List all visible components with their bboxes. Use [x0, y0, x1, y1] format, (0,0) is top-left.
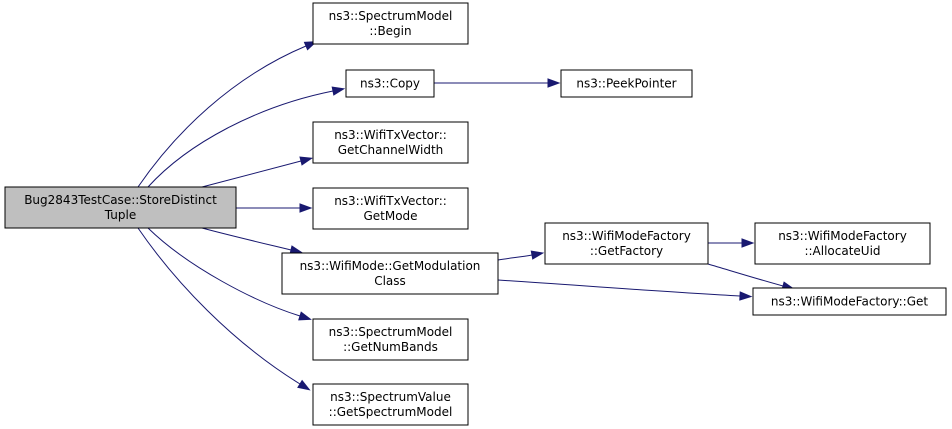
- call-nodes: Bug2843TestCase::StoreDistinctTuplens3::…: [4, 2, 947, 426]
- arrowhead-icon: [299, 156, 314, 166]
- node-factory_getfactory[interactable]: ns3::WifiModeFactory::GetFactory: [544, 222, 709, 265]
- node-box: [560, 69, 693, 98]
- node-label-line: GetChannelWidth: [338, 143, 444, 157]
- node-sm_numbands[interactable]: ns3::SpectrumModel::GetNumBands: [312, 318, 469, 361]
- call-edges: [137, 41, 796, 391]
- edge-mode_getmod-to-factory_getfactory: [497, 250, 545, 261]
- node-label-line: ns3::WifiMode::GetModulation: [300, 259, 481, 273]
- node-box: [345, 69, 435, 98]
- node-txv_cw[interactable]: ns3::WifiTxVector::GetChannelWidth: [312, 121, 469, 164]
- edge-line: [147, 227, 301, 317]
- arrowhead-icon: [739, 291, 753, 301]
- node-sv_getsm[interactable]: ns3::SpectrumValue::GetSpectrumModel: [312, 383, 469, 426]
- edge-root-to-sm_numbands: [147, 227, 312, 321]
- node-label-line: ::Begin: [369, 24, 411, 38]
- edge-root-to-sm_begin: [137, 41, 318, 188]
- arrowhead-icon: [298, 311, 312, 321]
- arrowhead-icon: [331, 86, 346, 96]
- node-box: [312, 187, 469, 230]
- edge-line: [497, 254, 533, 261]
- edge-mode_getmod-to-factory_get: [497, 279, 753, 301]
- arrowhead-icon: [299, 203, 313, 213]
- node-box: [312, 121, 469, 164]
- edge-line: [497, 279, 741, 297]
- arrowhead-icon: [741, 238, 755, 248]
- node-box: [312, 383, 469, 426]
- node-label-line: ns3::SpectrumModel: [329, 325, 453, 339]
- edge-line: [707, 263, 784, 287]
- node-peek[interactable]: ns3::PeekPointer: [560, 69, 693, 98]
- node-factory_alloc[interactable]: ns3::WifiModeFactory::AllocateUid: [754, 222, 931, 265]
- arrowhead-icon: [297, 379, 311, 391]
- edge-line: [201, 160, 302, 188]
- node-label-line: ns3::WifiTxVector::: [334, 194, 447, 208]
- node-box: [752, 287, 947, 316]
- node-label-line: Tuple: [104, 208, 136, 222]
- arrowhead-icon: [530, 250, 545, 260]
- node-label-line: Bug2843TestCase::StoreDistinct: [24, 193, 217, 207]
- node-label-line: ns3::Copy: [360, 77, 420, 91]
- node-label-line: ns3::SpectrumModel: [329, 9, 453, 23]
- node-label-line: ::GetFactory: [590, 244, 663, 258]
- node-label-line: ns3::WifiModeFactory: [562, 229, 691, 243]
- node-box: [312, 318, 469, 361]
- edge-root-to-txv_mode: [236, 203, 313, 213]
- edge-copy-to-peek: [434, 78, 561, 88]
- node-box: [312, 2, 469, 45]
- node-txv_mode[interactable]: ns3::WifiTxVector::GetMode: [312, 187, 469, 230]
- node-sm_begin[interactable]: ns3::SpectrumModel::Begin: [312, 2, 469, 45]
- node-factory_get[interactable]: ns3::WifiModeFactory::Get: [752, 287, 947, 316]
- edge-root-to-copy: [147, 86, 346, 188]
- node-box: [544, 222, 709, 265]
- node-box: [4, 186, 237, 229]
- arrowhead-icon: [547, 78, 561, 88]
- edge-line: [147, 90, 334, 188]
- node-label-line: ::GetNumBands: [343, 340, 438, 354]
- edge-line: [137, 45, 307, 188]
- edge-root-to-mode_getmod: [201, 227, 304, 255]
- edge-line: [137, 227, 301, 385]
- edge-root-to-txv_cw: [201, 156, 314, 188]
- node-label-line: ns3::WifiTxVector::: [334, 128, 447, 142]
- node-label-line: ns3::WifiModeFactory: [778, 229, 907, 243]
- node-label-line: ns3::PeekPointer: [576, 77, 676, 91]
- edge-root-to-sv_getsm: [137, 227, 311, 391]
- edge-factory_getfactory-to-factory_alloc: [708, 238, 755, 248]
- node-label-line: ::AllocateUid: [804, 244, 880, 258]
- node-box: [754, 222, 931, 265]
- node-copy[interactable]: ns3::Copy: [345, 69, 435, 98]
- edge-line: [201, 227, 292, 251]
- node-box: [281, 252, 499, 295]
- node-label-line: ns3::SpectrumValue: [330, 390, 451, 404]
- node-label-line: GetMode: [363, 209, 417, 223]
- edge-factory_getfactory-to-factory_get: [707, 263, 796, 291]
- node-label-line: ns3::WifiModeFactory::Get: [771, 295, 928, 309]
- node-label-line: Class: [374, 274, 406, 288]
- node-label-line: ::GetSpectrumModel: [329, 405, 453, 419]
